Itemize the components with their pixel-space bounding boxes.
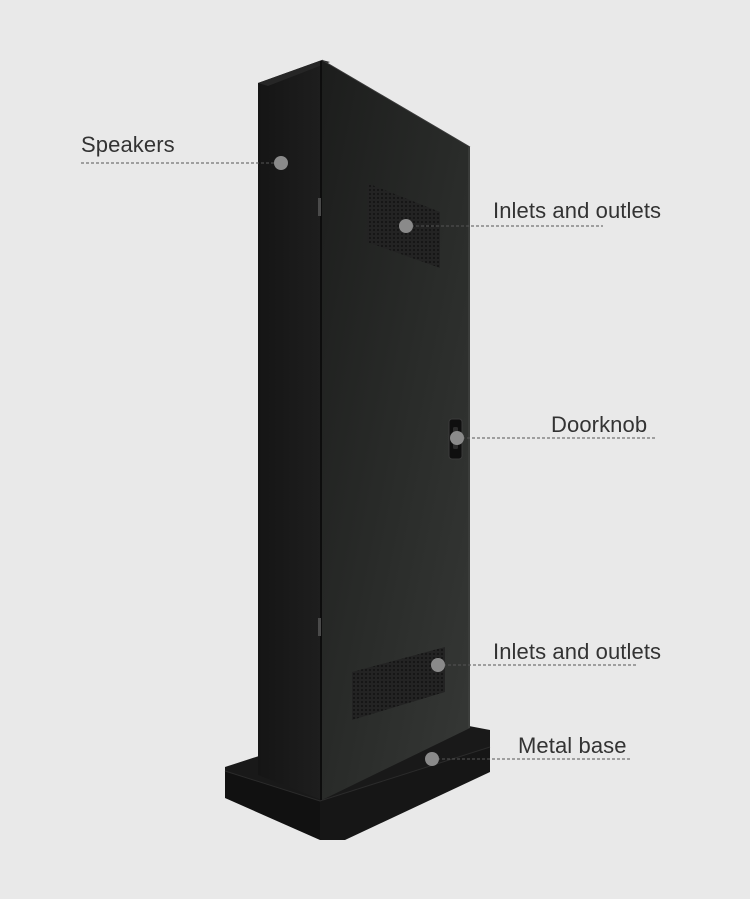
inlets-outlets-bottom-label: Inlets and outlets xyxy=(493,639,662,664)
inlets-top-marker-dot xyxy=(399,219,413,233)
door-panel xyxy=(321,59,471,800)
speakers-marker-dot xyxy=(274,156,288,170)
doorknob-marker-dot xyxy=(450,431,464,445)
hinge-top xyxy=(318,198,321,216)
callout-inlets-bottom xyxy=(431,658,636,672)
callout-inlets-top xyxy=(399,219,603,233)
speakers-label: Speakers xyxy=(81,132,175,157)
callout-speakers xyxy=(81,156,288,170)
metal-base-marker-dot xyxy=(425,752,439,766)
callout-doorknob xyxy=(450,431,655,445)
doorknob-label: Doorknob xyxy=(551,412,648,437)
inlets-outlets-top-label: Inlets and outlets xyxy=(493,198,662,223)
callout-metal-base xyxy=(425,752,630,766)
side-panel xyxy=(258,60,330,800)
metal-base-label: Metal base xyxy=(518,733,627,758)
inlets-bottom-marker-dot xyxy=(431,658,445,672)
hinge-bottom xyxy=(318,618,321,636)
vent-bottom xyxy=(352,647,445,720)
